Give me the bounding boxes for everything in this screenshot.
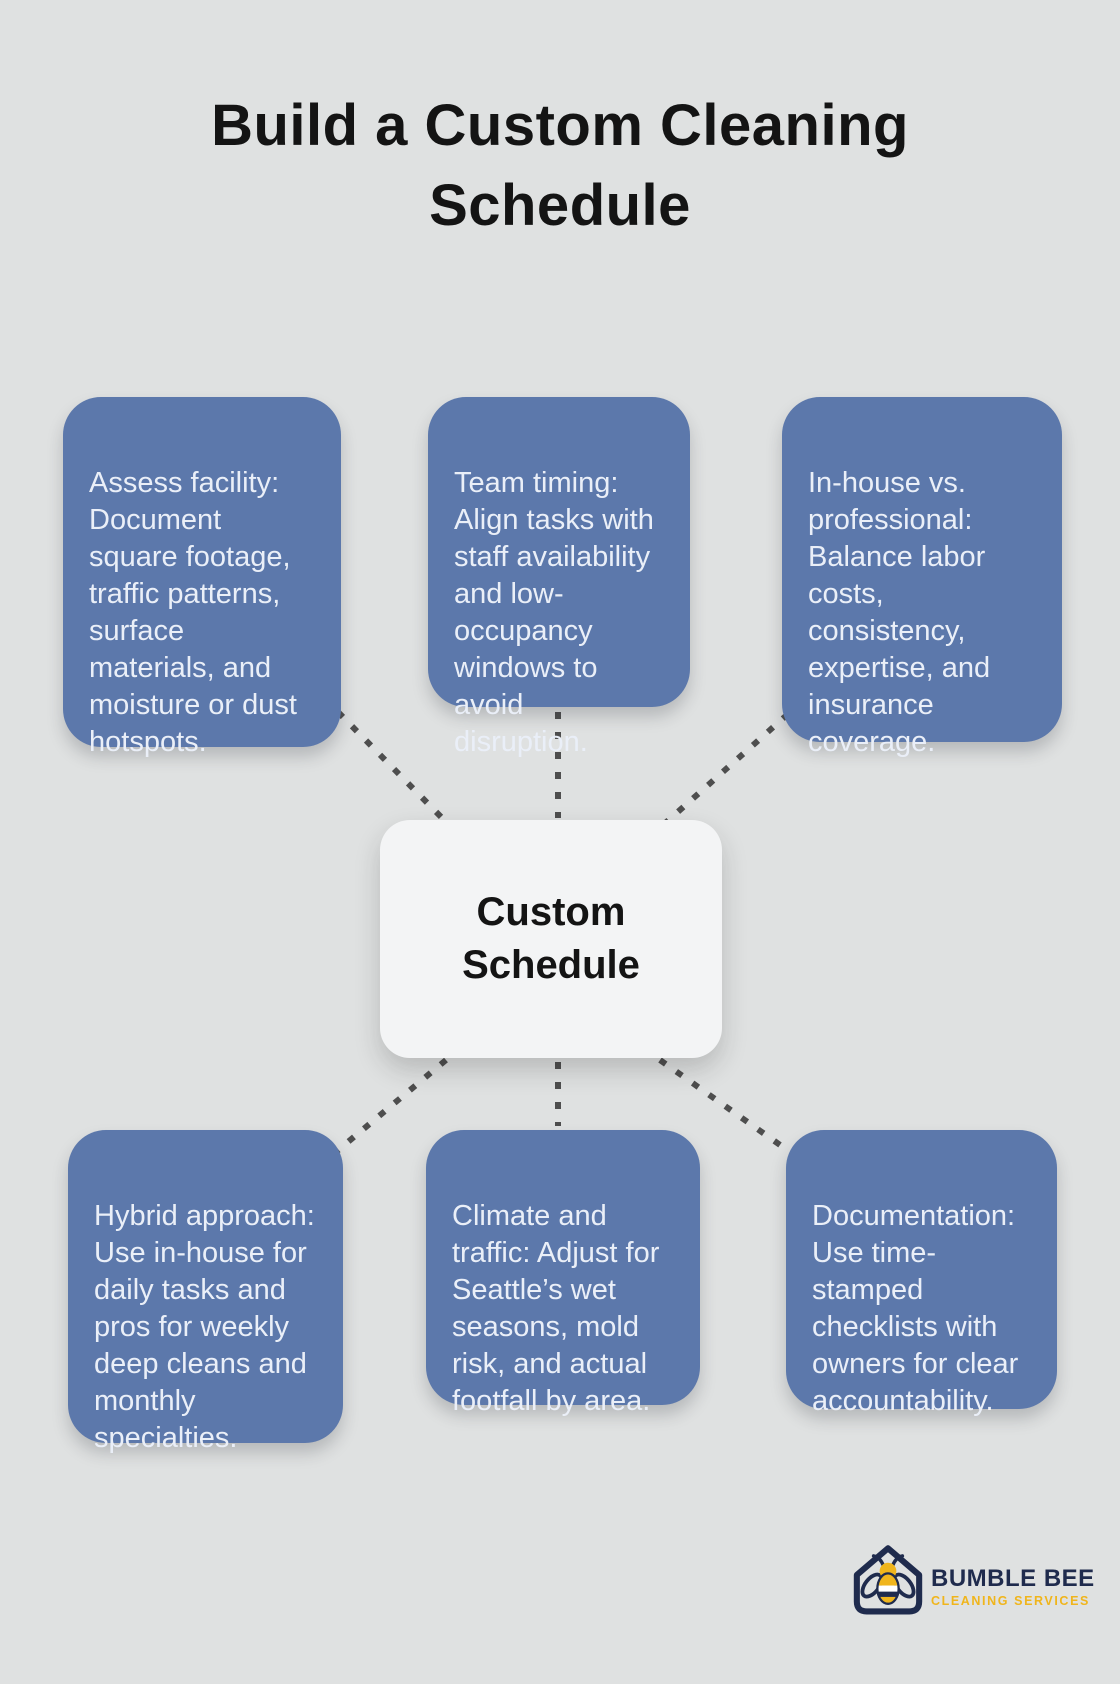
brand-name: BUMBLE BEE — [931, 1565, 1095, 1593]
node-climate-and-traffic-text: Climate and traffic: Adjust for Seattle’… — [452, 1200, 660, 1417]
node-team-timing: Team timing: Align tasks with staff avai… — [428, 397, 690, 758]
node-assess-facility-text: Assess facility: Document square footage… — [89, 467, 297, 758]
connector-top-right — [660, 711, 790, 829]
page-title: Build a Custom Cleaning Schedule — [211, 93, 909, 239]
connector-bottom-left — [334, 1057, 448, 1155]
brand-tagline: CLEANING SERVICES — [931, 1594, 1090, 1609]
node-assess-facility: Assess facility: Document square footage… — [63, 397, 341, 758]
bee-house-icon — [853, 1545, 923, 1615]
node-team-timing-text: Team timing: Align tasks with staff avai… — [454, 467, 654, 758]
node-hybrid-approach: Hybrid approach: Use in-house for daily … — [68, 1130, 343, 1454]
brand-logo: BUMBLE BEE CLEANING SERVICES — [850, 1543, 1095, 1619]
connector-top-left — [335, 709, 451, 827]
node-hybrid-approach-text: Hybrid approach: Use in-house for daily … — [94, 1200, 315, 1454]
center-node-label: Custom Schedule — [462, 890, 640, 987]
node-in-house-vs-professional-text: In-house vs. professional: Balance labor… — [808, 467, 991, 758]
node-documentation: Documentation: Use time- stamped checkli… — [786, 1130, 1057, 1417]
node-documentation-text: Documentation: Use time- stamped checkli… — [812, 1200, 1019, 1417]
brand-logo-text: BUMBLE BEE CLEANING SERVICES — [931, 1566, 1095, 1609]
node-climate-and-traffic: Climate and traffic: Adjust for Seattle’… — [426, 1130, 700, 1417]
center-node-custom-schedule: Custom Schedule — [380, 820, 722, 1058]
node-in-house-vs-professional: In-house vs. professional: Balance labor… — [782, 397, 1062, 758]
